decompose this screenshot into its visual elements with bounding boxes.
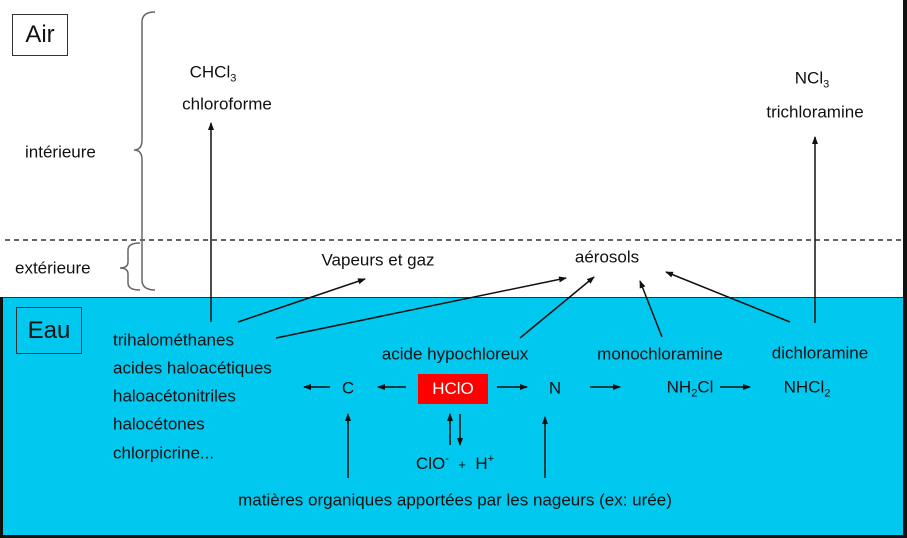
organics-label: matières organiques apportées par les na… (238, 490, 672, 510)
formula-text: Cl (697, 377, 714, 397)
frame-border (0, 535, 907, 538)
acide-label: acide hypochloreux (381, 344, 529, 364)
formula-sup: + (487, 453, 495, 466)
formula-text: CHCl (189, 62, 231, 82)
formula-sup: - (445, 453, 449, 466)
ncl3-formula: NCl3 (795, 69, 829, 90)
exterieure-label: extérieure (15, 258, 91, 278)
n-node: N (548, 378, 562, 398)
brace-exterieure (119, 242, 141, 291)
arrow-to-vapeurs (237, 278, 366, 323)
formula-text: NHCl (783, 377, 825, 397)
arrow-di-aerosols (665, 271, 791, 323)
byproduct-item: acides haloacétiques (113, 358, 272, 378)
monochloramine-label: monochloramine (597, 344, 723, 364)
hclo-box: HClO (418, 374, 488, 404)
arrow-thm-aerosols (275, 276, 567, 339)
formula-sub: 2 (824, 387, 831, 400)
nhcl2-node: NHCl2 (784, 378, 831, 399)
byproduct-item: halocétones (113, 414, 205, 434)
brace-interieure (133, 11, 156, 291)
c-node: C (341, 378, 355, 398)
air-label: Air (12, 14, 68, 56)
eau-label: Eau (16, 307, 82, 354)
plus-sign: + (458, 456, 466, 472)
formula-text: H (475, 453, 488, 473)
water-zone (3, 297, 903, 536)
vapeurs-label: Vapeurs et gaz (321, 250, 435, 270)
arrow-mono-aerosols (639, 280, 663, 338)
aerosols-label: aérosols (574, 247, 640, 267)
formula-sub: 3 (230, 72, 237, 85)
formula-sub: 3 (823, 78, 830, 91)
arrow-hclo-aerosols (519, 276, 595, 339)
ncl3-name: trichloramine (766, 102, 864, 122)
formula-text: NH (666, 377, 692, 397)
byproduct-item: trihalométhanes (113, 330, 234, 350)
clo-h-equation: ClO- + H+ (416, 454, 494, 472)
frame-border (903, 0, 907, 538)
dichloramine-label: dichloramine (771, 343, 869, 363)
chcl3-formula: CHCl3 (190, 63, 237, 84)
frame-border (0, 297, 3, 538)
chcl3-name: chloroforme (182, 94, 272, 114)
formula-text: ClO (415, 453, 446, 473)
nh2cl-node: NH2Cl (667, 378, 714, 399)
byproduct-item: haloacétonitriles (113, 386, 236, 406)
interieure-label: intérieure (25, 142, 96, 162)
byproduct-item: chlorpicrine... (113, 443, 215, 463)
formula-text: NCl (794, 68, 824, 88)
formula-sub: 2 (691, 387, 698, 400)
